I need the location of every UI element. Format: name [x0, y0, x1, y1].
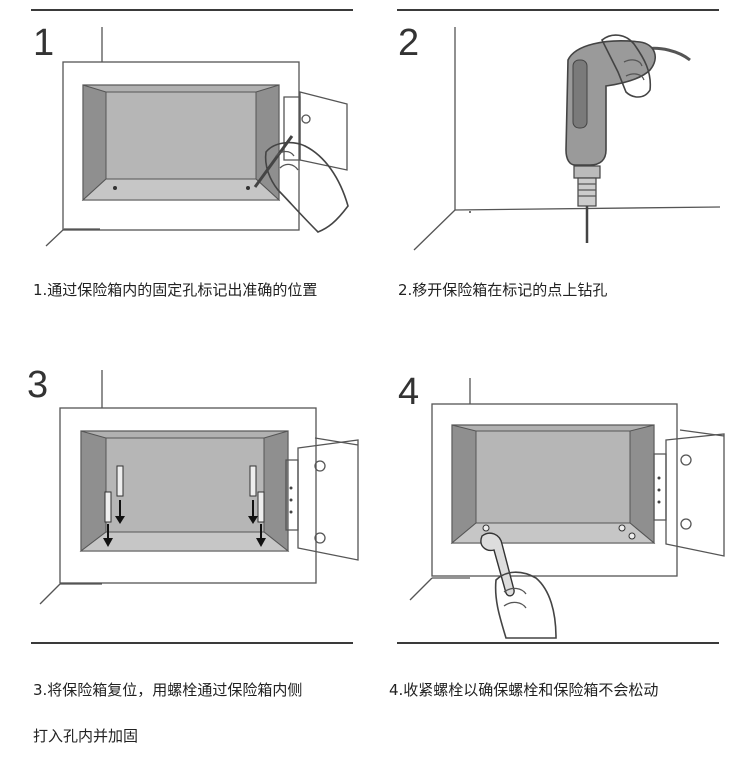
step-4-caption: 4.收紧螺栓以确保螺栓和保险箱不会松动 — [389, 681, 659, 699]
step-3-illustration — [39, 370, 359, 605]
step-3-number: 3 — [27, 364, 49, 406]
step-1-number: 1 — [33, 22, 55, 64]
step-1-caption: 1.通过保险箱内的固定孔标记出准确的位置 — [33, 281, 318, 299]
top-rule-right — [397, 9, 719, 11]
bolt-left — [103, 465, 125, 547]
step-2-illustration — [413, 27, 721, 251]
top-rule-left — [31, 9, 353, 11]
step-2-caption: 2.移开保险箱在标记的点上钻孔 — [398, 281, 608, 299]
step-3-caption-line-2: 打入孔内并加固 — [33, 727, 139, 745]
step-1-illustration — [45, 27, 349, 247]
step-2-number: 2 — [398, 22, 420, 64]
middle-rule-right — [397, 642, 719, 644]
step-4-number: 4 — [398, 371, 420, 413]
step-3-caption-line-1: 3.将保险箱复位，用螺栓通过保险箱内侧 — [33, 681, 303, 699]
bolt-right — [248, 465, 266, 547]
step-4-illustration — [409, 378, 725, 639]
middle-rule-left — [31, 642, 353, 644]
